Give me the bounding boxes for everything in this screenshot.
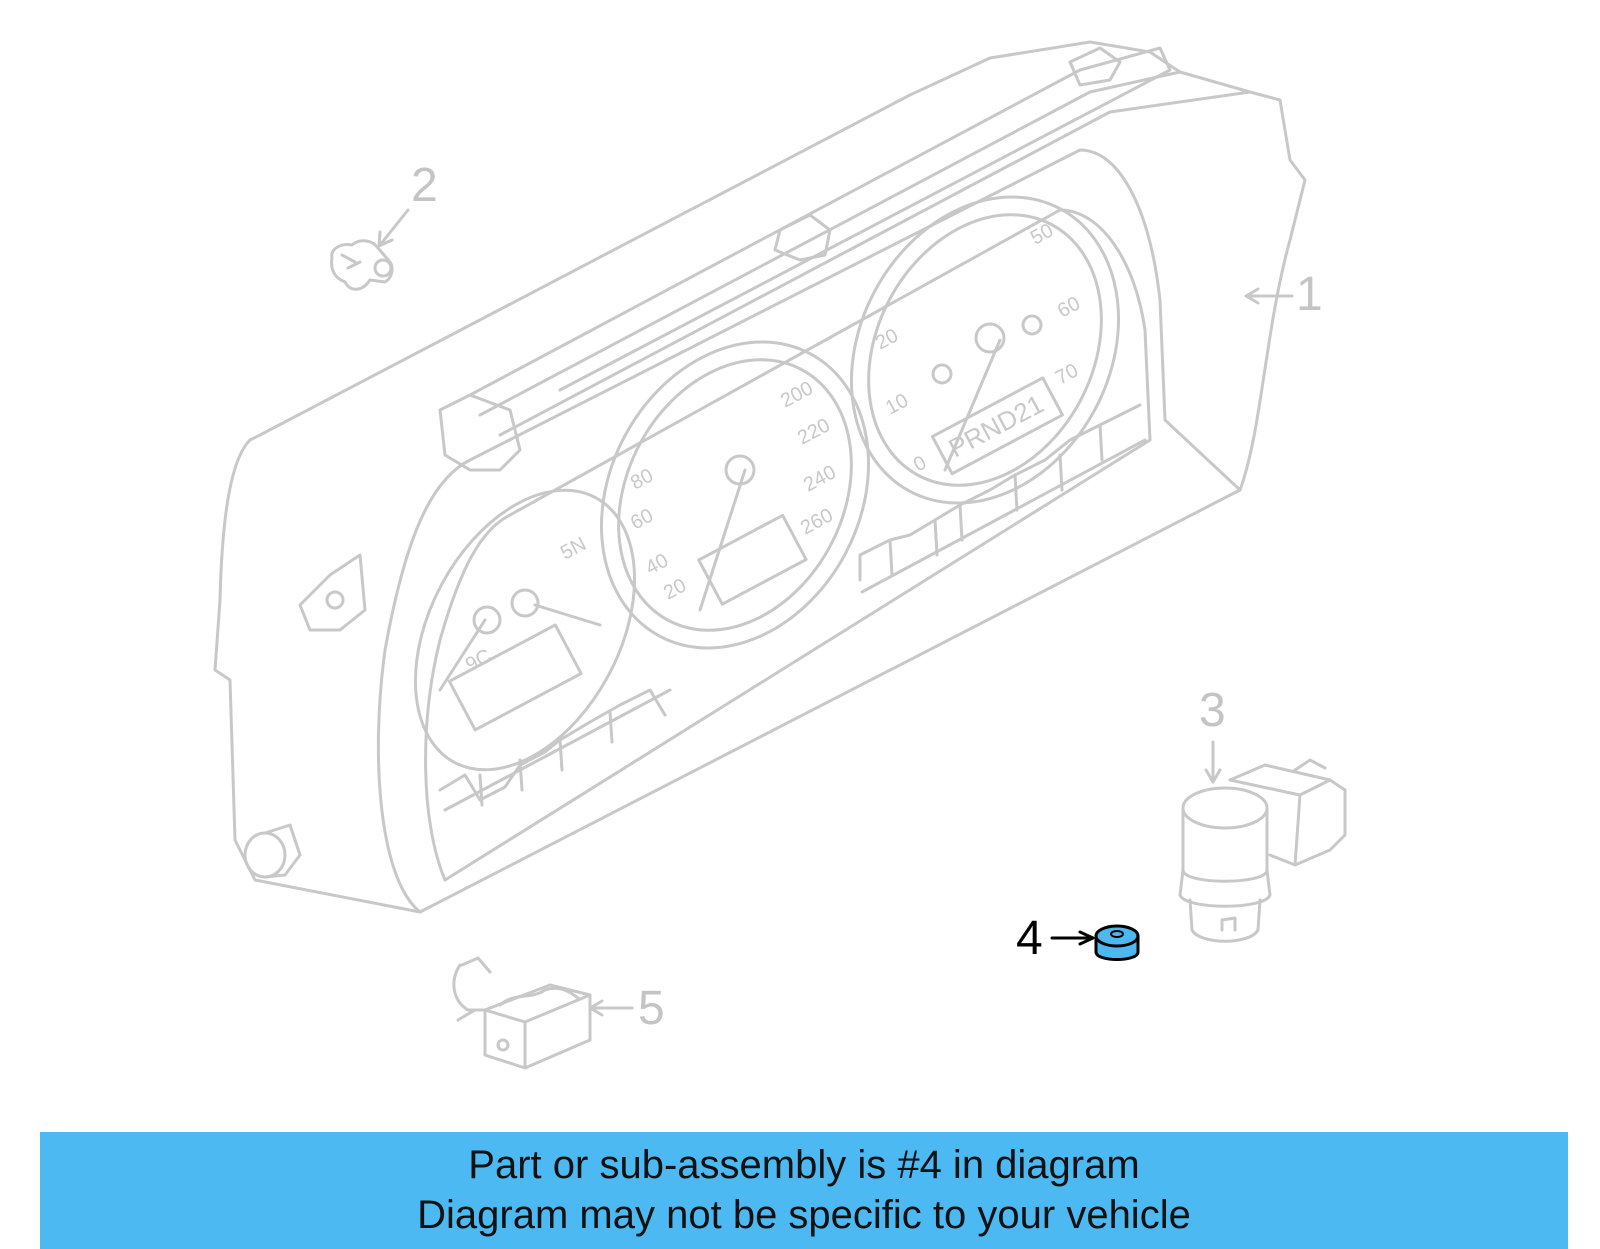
tachometer-dial-inner <box>867 213 1103 487</box>
cluster-mount-peg-body <box>263 823 302 879</box>
instrument-cluster[interactable]: 9C 5N 20 40 60 80 200 220 240 260 PRND21 <box>213 40 1307 914</box>
cluster-clip-left <box>438 393 522 472</box>
leader-5 <box>588 999 634 1017</box>
relay-cavity <box>498 986 580 1007</box>
sender-switch-connector-clip <box>1293 758 1327 772</box>
cluster-face <box>424 208 1152 882</box>
speedometer-tick-3: 60 <box>627 505 657 535</box>
speedometer-dial <box>599 340 871 650</box>
relay-housing-top <box>483 993 592 1070</box>
small-gauge-hub-1 <box>472 605 502 635</box>
bulb-socket[interactable] <box>330 239 394 291</box>
speedometer-tick-1: 20 <box>660 575 690 605</box>
tachometer-needle <box>943 338 1002 472</box>
speedometer-needle <box>698 468 747 612</box>
warning-lamp-row-right <box>858 403 1142 582</box>
cluster-mount-peg <box>243 831 287 879</box>
relay-wire <box>456 1008 477 1022</box>
tachometer-hub <box>974 322 1006 354</box>
callout-2: 2 <box>411 159 438 212</box>
relay-housing <box>483 983 592 1070</box>
sender-switch-cylinder-top <box>1181 786 1269 830</box>
cluster-clip-center <box>773 213 832 262</box>
tachometer-light-1 <box>931 363 953 385</box>
info-banner: Part or sub-assembly is #4 in diagram Di… <box>40 1132 1568 1249</box>
speedometer-tick-8: 260 <box>797 504 837 539</box>
sender-switch-terminal <box>1220 916 1237 932</box>
cluster-bezel <box>376 148 1242 914</box>
cluster-side-tab-hole <box>325 590 345 610</box>
sender-switch-connector <box>1228 763 1347 867</box>
callout-3: 3 <box>1199 684 1226 737</box>
speedometer-tick-6: 220 <box>794 414 834 449</box>
leader-3 <box>1204 740 1222 784</box>
tachometer-tick-5: 60 <box>1054 293 1084 323</box>
bulb-socket-tip <box>373 258 393 278</box>
leader-1 <box>1244 287 1294 305</box>
bushing-hole <box>1110 930 1124 938</box>
cluster-top-ridge-inner <box>478 70 1182 417</box>
callout-1: 1 <box>1296 268 1323 321</box>
callout-5: 5 <box>638 982 665 1035</box>
gear-indicator-box <box>930 376 1064 476</box>
speedometer-tick-7: 240 <box>800 461 840 496</box>
speedometer-dial-inner <box>617 358 853 632</box>
leader-lines <box>377 208 1294 1017</box>
tachometer-light-2 <box>1021 314 1043 336</box>
speedometer-tick-4: 80 <box>627 465 657 495</box>
relay-clip <box>452 956 492 1012</box>
speedometer-window <box>697 513 808 606</box>
small-gauge-hub-2 <box>510 588 540 618</box>
cluster-top-ridge <box>468 46 1172 397</box>
leader-2 <box>377 208 410 248</box>
speedometer-hub <box>724 454 756 486</box>
cluster-top-ridge-lower <box>498 90 1252 437</box>
warning-lamp-dividers <box>478 423 1104 807</box>
cluster-housing <box>213 40 1307 914</box>
relay-connector[interactable] <box>452 956 592 1070</box>
sender-switch[interactable] <box>1178 758 1347 943</box>
relay-pin <box>496 1038 510 1052</box>
bulb-socket-body <box>330 239 394 291</box>
highlighted-part-4[interactable] <box>1050 924 1140 961</box>
small-gauge-window <box>447 623 583 732</box>
warning-lamp-row-left-base <box>443 688 672 812</box>
tachometer-dial <box>849 195 1121 505</box>
leader-4 <box>1050 930 1095 946</box>
warning-lamp-row-right-base <box>860 438 1147 594</box>
banner-line-2: Diagram may not be specific to your vehi… <box>417 1193 1191 1237</box>
callout-4: 4 <box>1016 912 1043 965</box>
sender-switch-thread <box>1188 898 1262 943</box>
speedometer-tick-5: 200 <box>777 377 817 412</box>
sender-switch-hex <box>1178 868 1272 908</box>
tachometer-tick-6: 70 <box>1052 360 1082 390</box>
banner-line-1: Part or sub-assembly is #4 in diagram <box>468 1143 1140 1187</box>
cluster-side-tab <box>298 553 367 632</box>
tachometer-tick-2: 10 <box>882 390 912 420</box>
bulb-socket-detail <box>340 253 362 270</box>
warning-lamp-row-left <box>438 688 667 802</box>
cluster-clip-right <box>1068 46 1122 87</box>
gear-indicator-text: PRND21 <box>944 389 1049 464</box>
small-gauge-tick-2: 5N <box>557 533 590 564</box>
speedometer-tick-2: 40 <box>642 550 672 580</box>
sender-switch-connector-top <box>1228 778 1332 867</box>
sender-switch-cylinder <box>1181 806 1269 883</box>
small-gauge-dial <box>413 488 637 772</box>
small-gauge-needle <box>438 618 487 692</box>
small-gauge-needle-2 <box>533 603 602 627</box>
